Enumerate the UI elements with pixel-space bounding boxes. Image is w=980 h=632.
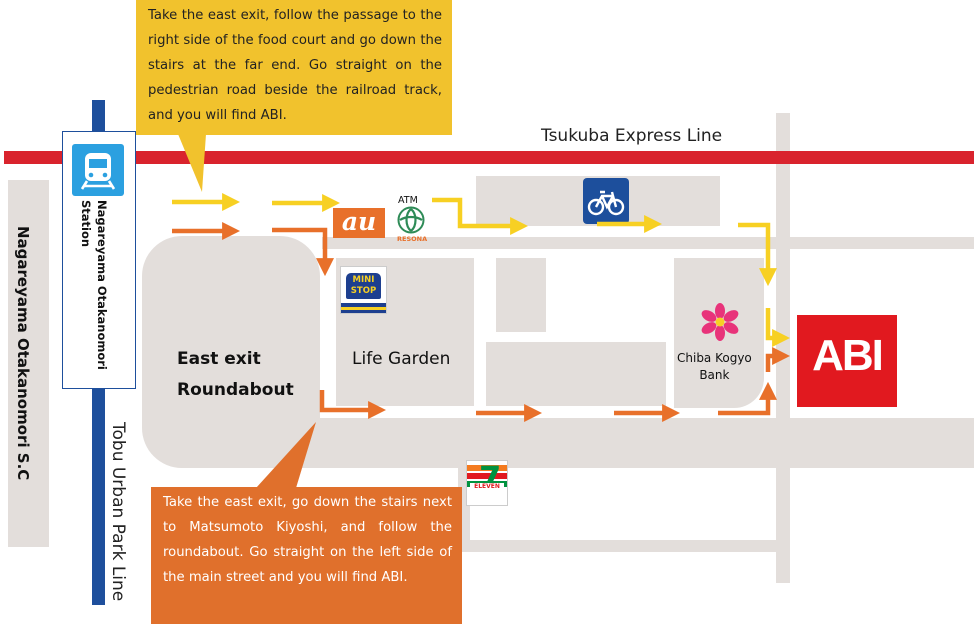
station-name: Nagareyama Otakanomori Station [79,200,109,370]
orange-arrow-6 [718,381,777,416]
orange-callout-pointer [256,422,316,488]
orange-directions-callout: Take the east exit, go down the stairs n… [151,487,462,624]
orange-directions-text: Take the east exit, go down the stairs n… [163,495,452,585]
yellow-callout-pointer [178,134,206,192]
yellow-arrow-5 [738,222,777,287]
train-icon [72,144,124,196]
yellow-arrow-3 [432,197,529,235]
bank-label: Chiba Kogyo Bank [677,351,752,382]
shopping-center-label: Nagareyama Otakanomori S.C [14,226,32,481]
middle-block [486,342,666,406]
yellow-directions-callout: Take the east exit, follow the passage t… [136,0,452,135]
horizontal-road-top [322,237,974,249]
orange-arrow-3 [319,390,387,419]
roundabout [142,236,320,468]
resona-label: RESONA [397,235,428,243]
horizontal-road-bottom [470,540,776,552]
orange-arrow-7 [765,347,791,372]
life-garden-label: Life Garden [352,349,451,369]
resona-atm-icon[interactable] [397,206,425,234]
shopping-center-block [8,180,49,547]
yellow-directions-text: Take the east exit, follow the passage t… [148,8,442,123]
cosmos-flower-icon [696,302,744,342]
seven-eleven-text: ELEVEN [470,483,504,490]
tsukuba-express-rail [4,151,974,164]
abi-text: ABI [812,331,884,380]
tsukuba-express-label: Tsukuba Express Line [541,126,723,146]
abi-logo[interactable]: ABI [797,315,897,407]
tobu-urban-park-label: Tobu Urban Park Line [108,422,128,602]
orange-arrow-2 [272,227,334,277]
roundabout-label: East exit Roundabout [177,349,294,400]
middle-block-small [496,258,546,332]
main-street [190,418,974,468]
ministop-logo[interactable]: MINI STOP [340,266,387,314]
yellow-arrow-6 [765,308,791,347]
bicycle-parking-icon[interactable] [583,178,629,224]
ministop-text: MINI STOP [346,273,381,299]
au-logo[interactable]: au [333,208,385,238]
atm-label: ATM [398,195,418,206]
seven-eleven-logo[interactable]: 7 ELEVEN [466,460,508,506]
